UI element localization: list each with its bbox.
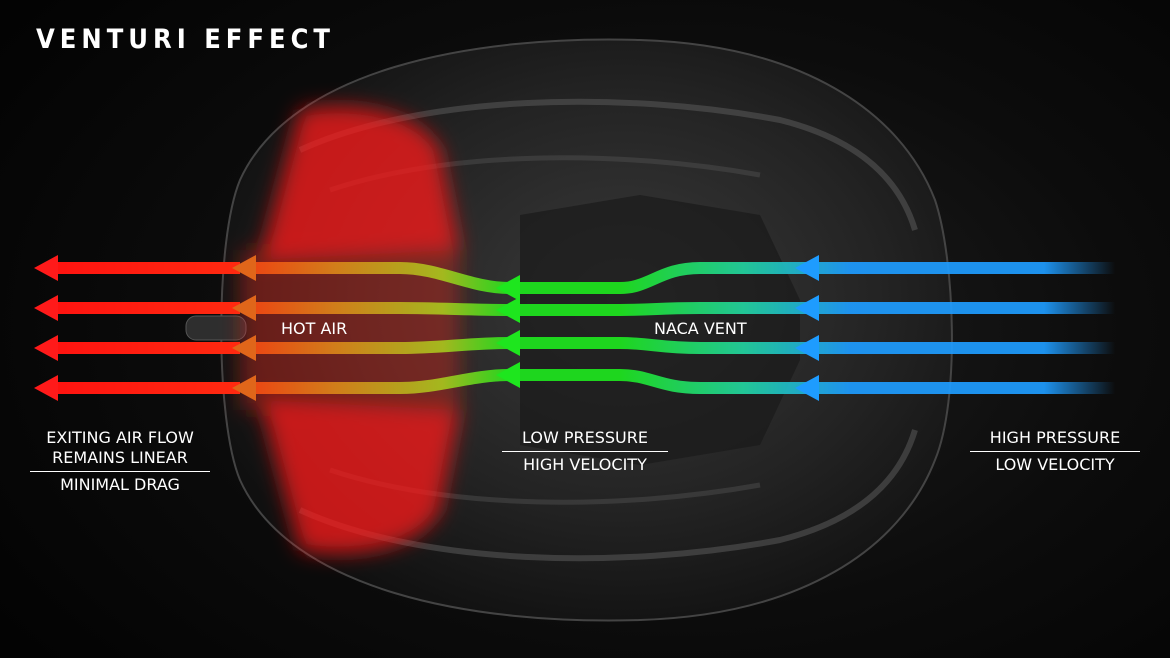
left-arrow-icon — [795, 375, 819, 401]
flow-stream — [250, 302, 1115, 316]
low-pressure-line2: HIGH VELOCITY — [502, 451, 668, 475]
exit-flow-line3: MINIMAL DRAG — [30, 471, 210, 495]
left-arrow-icon — [496, 297, 520, 323]
left-arrow-icon — [232, 375, 256, 401]
low-pressure-line1: LOW PRESSURE — [522, 428, 648, 447]
high-pressure-line2: LOW VELOCITY — [970, 451, 1140, 475]
left-arrow-icon — [496, 275, 520, 301]
hot-air-label: HOT AIR — [281, 319, 348, 338]
left-arrow-icon — [795, 335, 819, 361]
page-title: VENTURI EFFECT — [36, 24, 335, 55]
left-arrow-icon — [496, 362, 520, 388]
left-arrow-icon — [232, 335, 256, 361]
left-arrow-icon — [232, 295, 256, 321]
high-pressure-line1: HIGH PRESSURE — [989, 428, 1121, 447]
left-arrow-icon — [34, 335, 58, 361]
left-arrow-icon — [34, 375, 58, 401]
left-arrow-icon — [795, 255, 819, 281]
exit-flow-caption: EXITING AIR FLOW REMAINS LINEAR MINIMAL … — [30, 428, 210, 495]
flow-stream — [250, 337, 1115, 354]
naca-vent-label: NACA VENT — [654, 319, 747, 338]
left-arrow-icon — [34, 255, 58, 281]
left-arrow-icon — [496, 330, 520, 356]
exit-flow-line2: REMAINS LINEAR — [52, 448, 188, 467]
low-pressure-caption: LOW PRESSURE HIGH VELOCITY — [502, 428, 668, 475]
high-pressure-caption: HIGH PRESSURE LOW VELOCITY — [970, 428, 1140, 475]
left-arrow-icon — [232, 255, 256, 281]
left-arrow-icon — [795, 295, 819, 321]
exit-flow-line1: EXITING AIR FLOW — [46, 428, 194, 447]
left-arrow-icon — [34, 295, 58, 321]
air-flow-arrows — [34, 255, 819, 401]
